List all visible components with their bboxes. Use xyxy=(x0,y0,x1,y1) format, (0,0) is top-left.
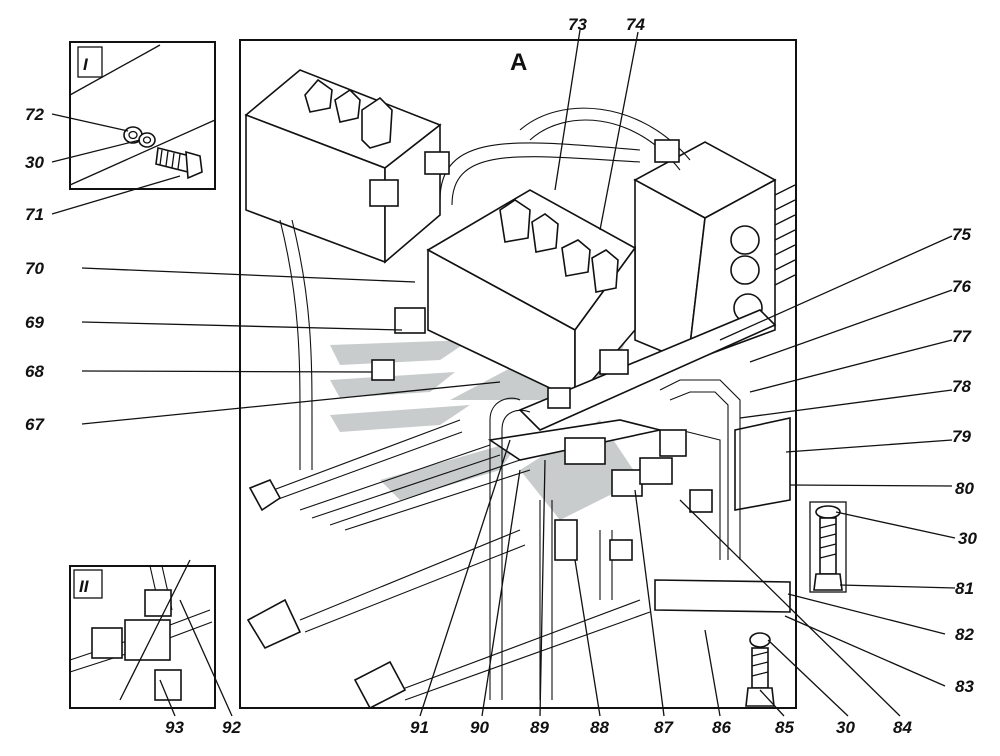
callout-30: 30 xyxy=(958,529,977,548)
callout-81: 81 xyxy=(955,579,974,598)
inset-i-label-box xyxy=(77,46,103,78)
inset-ii-frame xyxy=(69,565,216,709)
callout-30: 30 xyxy=(836,718,855,737)
pipe-fittings xyxy=(246,139,713,710)
hydraulic-pipes xyxy=(259,107,741,701)
hex-nut xyxy=(248,478,282,512)
callout-70: 70 xyxy=(25,259,44,278)
inset-i-frame xyxy=(69,41,216,190)
callout-30: 30 xyxy=(25,153,44,172)
inset-i-label: I xyxy=(83,55,89,74)
callout-72: 72 xyxy=(25,105,44,124)
callout-77: 77 xyxy=(952,327,972,346)
callout-84: 84 xyxy=(893,718,912,737)
callout-78: 78 xyxy=(952,377,971,396)
callout-80: 80 xyxy=(955,479,974,498)
callout-76: 76 xyxy=(952,277,971,296)
callout-90: 90 xyxy=(470,718,489,737)
hex-nut xyxy=(353,660,407,710)
bolt-part xyxy=(155,147,203,180)
callout-86: 86 xyxy=(712,718,731,737)
callout-73: 73 xyxy=(568,15,587,34)
callout-85: 85 xyxy=(775,718,794,737)
callout-67: 67 xyxy=(25,415,45,434)
callout-83: 83 xyxy=(955,677,974,696)
callout-74: 74 xyxy=(626,15,645,34)
inset-ii xyxy=(69,559,216,709)
leader-lines xyxy=(51,29,956,717)
callout-75: 75 xyxy=(952,225,971,244)
callout-68: 68 xyxy=(25,362,44,381)
left-valve-block xyxy=(244,69,442,264)
callout-91: 91 xyxy=(410,718,429,737)
callout-92: 92 xyxy=(222,718,241,737)
inset-ii-label: II xyxy=(79,577,90,596)
callout-87: 87 xyxy=(654,718,674,737)
inset-i xyxy=(69,41,216,190)
tee-fitting xyxy=(124,619,171,661)
mounting-bar xyxy=(487,309,791,613)
callout-88: 88 xyxy=(590,718,609,737)
callout-89: 89 xyxy=(530,718,549,737)
washer-part xyxy=(123,126,156,148)
callout-71: 71 xyxy=(25,205,44,224)
union-nut xyxy=(91,627,123,659)
central-manifold xyxy=(426,189,637,403)
bolt-assembly-bottom xyxy=(745,632,775,707)
hex-nut xyxy=(246,598,302,650)
callout-93: 93 xyxy=(165,718,184,737)
callout-79: 79 xyxy=(952,427,971,446)
inset-ii-label-box xyxy=(73,569,103,599)
bolt-assembly-right xyxy=(809,501,847,593)
main-view-frame xyxy=(239,39,797,709)
callout-69: 69 xyxy=(25,313,44,332)
callout-82: 82 xyxy=(955,625,974,644)
view-label: A xyxy=(510,49,527,76)
